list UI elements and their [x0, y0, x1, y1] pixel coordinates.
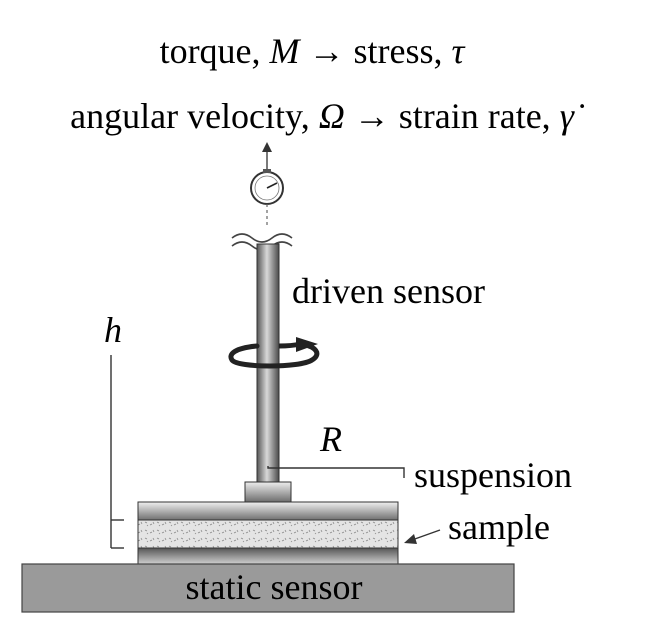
static-sensor-label: static sensor — [186, 567, 363, 607]
header-line-1: torque, M → stress, τ — [160, 31, 466, 71]
sample-layer — [137, 519, 399, 549]
up-arrow-icon — [262, 142, 272, 170]
rotation-arrow-icon — [228, 337, 320, 369]
sample-pointer-arrow — [404, 529, 441, 544]
suspension-label: suspension — [414, 455, 572, 495]
height-bracket — [110, 355, 124, 549]
arrow-1: → — [309, 31, 345, 71]
symbol-gamma-dot: γ̇ — [560, 96, 585, 136]
symbol-tau: τ — [452, 31, 466, 71]
static-sensor-base — [21, 563, 515, 613]
height-label-h: h — [104, 310, 122, 350]
driven-sensor-shaft — [256, 243, 280, 483]
dial-gauge-icon — [250, 169, 284, 205]
upper-plate — [137, 501, 399, 521]
arrow-2: → — [354, 96, 390, 136]
radius-line — [267, 466, 405, 478]
driven-sensor-label: driven sensor — [292, 271, 485, 311]
symbol-M: M — [269, 31, 302, 71]
sample-label: sample — [448, 507, 550, 547]
lower-plate — [137, 547, 399, 565]
header-line-2: angular velocity, Ω → strain rate, γ̇ — [70, 96, 585, 136]
sensor-hub — [244, 481, 292, 504]
symbol-omega: Ω — [319, 96, 345, 136]
radius-label-R: R — [319, 419, 342, 459]
